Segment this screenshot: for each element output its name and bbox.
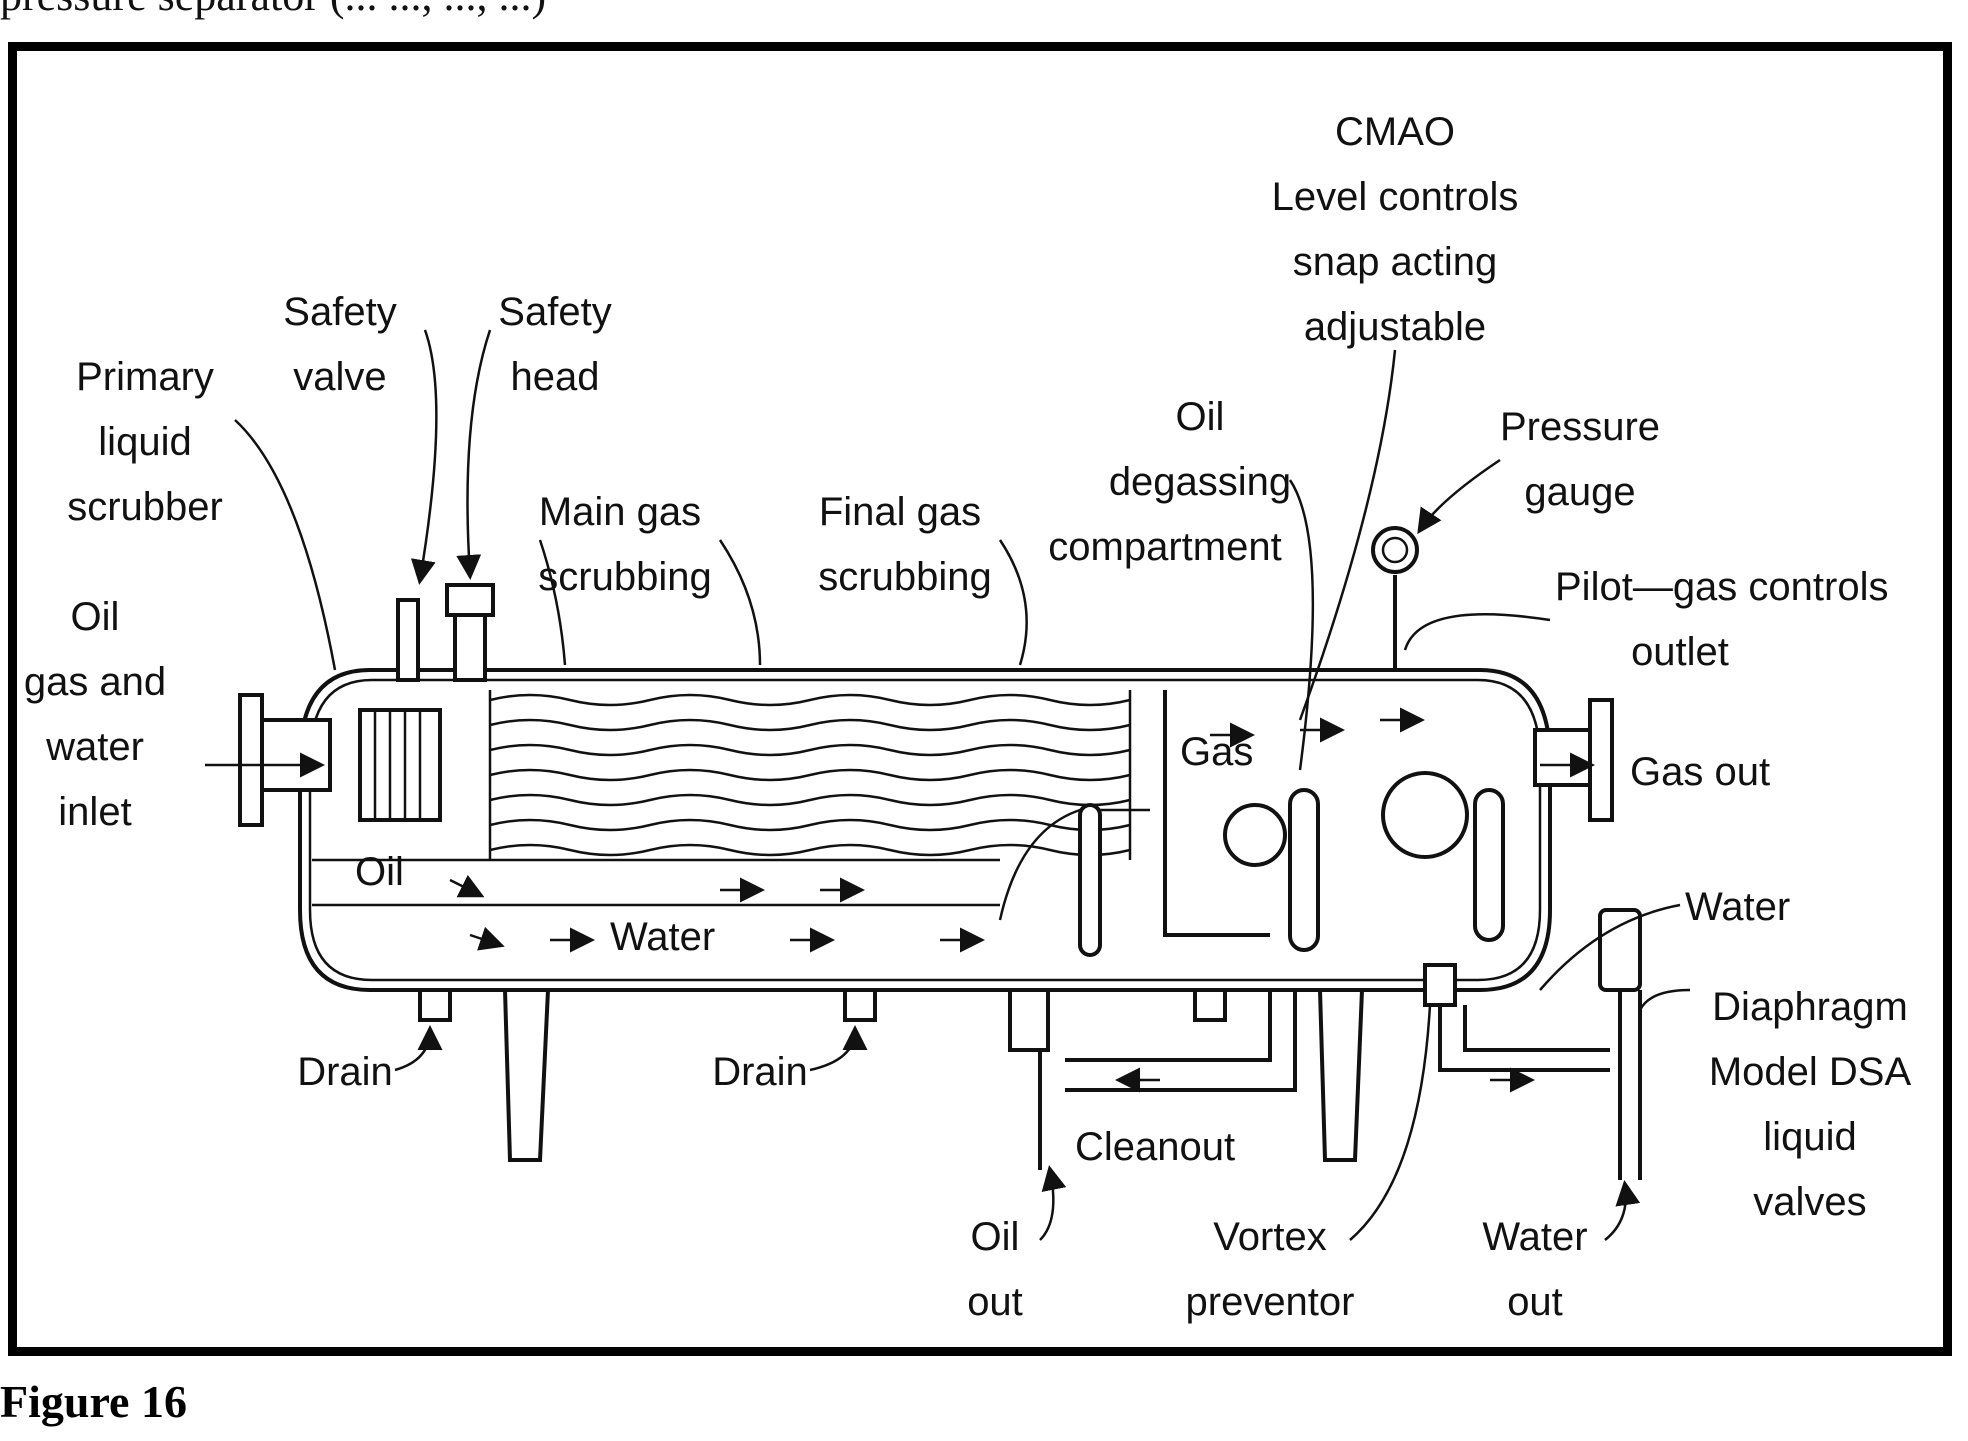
vessel-legs	[503, 989, 1364, 1162]
label-pilot-gas-2: outlet	[1631, 630, 1729, 674]
label-vortex-1: Vortex	[1213, 1215, 1326, 1259]
label-oil-degassing-1: Oil	[1176, 395, 1225, 439]
label-final-gas-1: Final gas	[819, 490, 981, 534]
label-cleanout: Cleanout	[1075, 1125, 1235, 1169]
label-main-gas-2: scrubbing	[538, 555, 711, 599]
degassing-compartment	[998, 690, 1270, 937]
label-diaphragm-2: Model DSA	[1709, 1050, 1912, 1094]
oil-out-piping	[1008, 988, 1297, 1170]
level-control-floats	[1078, 771, 1505, 957]
label-water-out-1: Water	[1482, 1215, 1587, 1259]
label-diaphragm-4: valves	[1753, 1180, 1866, 1224]
label-snap-acting: snap acting	[1293, 240, 1498, 284]
label-diaphragm-3: liquid	[1763, 1115, 1856, 1159]
label-water-right: Water	[1685, 885, 1790, 929]
label-gas: Gas	[1180, 730, 1253, 774]
label-pilot-gas-1: Pilot—gas controls	[1555, 565, 1888, 609]
label-oil-degassing-3: compartment	[1048, 525, 1281, 569]
label-primary-1: Primary	[76, 355, 214, 399]
inlet-nozzle	[238, 693, 332, 827]
label-pressure-gauge-1: Pressure	[1500, 405, 1660, 449]
liquid-section	[312, 858, 1000, 907]
label-vortex-2: preventor	[1186, 1280, 1355, 1324]
label-diaphragm-1: Diaphragm	[1712, 985, 1908, 1029]
label-water-out-2: out	[1507, 1280, 1563, 1324]
label-water-inside: Water	[610, 915, 715, 959]
label-safety-head-2: head	[511, 355, 600, 399]
label-main-gas-1: Main gas	[539, 490, 701, 534]
figure-caption: Figure 16	[0, 1376, 187, 1427]
safety-valve	[396, 598, 420, 682]
label-final-gas-2: scrubbing	[818, 555, 991, 599]
label-oil-degassing-2: degassing	[1109, 460, 1291, 504]
label-adjustable: adjustable	[1304, 305, 1486, 349]
label-inlet-1: Oil	[71, 595, 120, 639]
safety-head	[445, 583, 495, 682]
leader-lines	[234, 329, 1691, 1241]
label-level-controls: Level controls	[1272, 175, 1519, 219]
gas-scrubbing-vanes	[488, 690, 1132, 860]
label-primary-3: scrubber	[67, 485, 223, 529]
label-inlet-2: gas and	[24, 660, 166, 704]
label-drain-left: Drain	[297, 1050, 393, 1094]
label-safety-head-1: Safety	[498, 290, 611, 334]
drain-fittings	[418, 988, 1227, 1022]
label-primary-2: liquid	[98, 420, 191, 464]
label-inlet-4: inlet	[58, 790, 131, 834]
primary-scrubber-element	[358, 708, 442, 822]
header-fragment: pressure separator (... ..., ..., ...)	[0, 0, 546, 21]
label-gas-out: Gas out	[1630, 750, 1770, 794]
diagram-labels: CMAO Level controls snap acting adjustab…	[24, 110, 1912, 1324]
label-oil-out-2: out	[967, 1280, 1023, 1324]
label-cmao: CMAO	[1335, 110, 1455, 154]
label-drain-mid: Drain	[712, 1050, 808, 1094]
label-inlet-3: water	[45, 725, 144, 769]
label-pressure-gauge-2: gauge	[1524, 470, 1635, 514]
label-safety-valve-2: valve	[293, 355, 386, 399]
label-oil: Oil	[355, 850, 404, 894]
label-safety-valve-1: Safety	[283, 290, 396, 334]
pressure-gauge	[1371, 526, 1419, 670]
flow-arrows	[205, 707, 1595, 1093]
label-oil-out-1: Oil	[971, 1215, 1020, 1259]
